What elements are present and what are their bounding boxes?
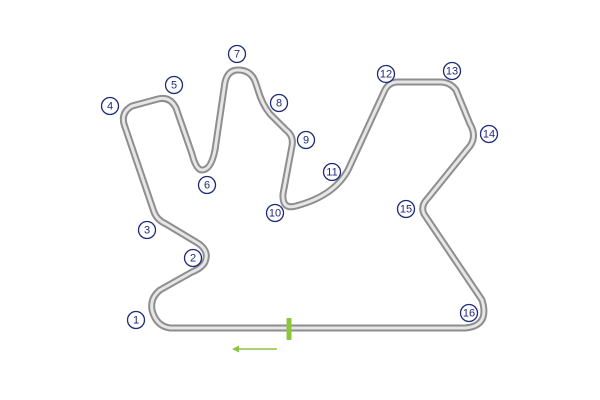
corner-circle: [479, 124, 499, 144]
corner-circle: [126, 310, 146, 330]
corner-marker-11: 11: [322, 162, 342, 182]
corner-number: 12: [380, 69, 392, 81]
corner-marker-8: 8: [269, 93, 289, 113]
corner-circle: [164, 75, 184, 95]
corner-circle: [100, 96, 120, 116]
corner-marker-12: 12: [376, 64, 396, 84]
corner-marker-7: 7: [227, 44, 247, 64]
corner-marker-5: 5: [164, 75, 184, 95]
corner-number: 13: [446, 66, 458, 78]
corner-marker-10: 10: [265, 203, 285, 223]
corner-circle: [396, 199, 416, 219]
corner-number: 11: [326, 167, 337, 179]
corner-marker-14: 14: [479, 124, 499, 144]
corner-number: 8: [276, 98, 282, 110]
corner-marker-3: 3: [137, 220, 157, 240]
corner-marker-2: 2: [183, 248, 203, 268]
corner-circle: [296, 130, 316, 150]
corner-number: 5: [171, 80, 177, 92]
corner-number: 6: [204, 180, 210, 192]
corner-marker-9: 9: [296, 130, 316, 150]
corner-marker-13: 13: [442, 61, 462, 81]
corner-circle: [265, 203, 285, 223]
corner-circle: [376, 64, 396, 84]
corner-circle: [269, 93, 289, 113]
corner-number: 16: [463, 308, 475, 320]
corner-number: 15: [400, 204, 412, 216]
start-finish-line: [286, 318, 292, 340]
corner-number: 14: [483, 129, 495, 141]
race-direction-arrow-icon: [232, 345, 277, 353]
corner-circle: [459, 303, 479, 323]
corner-marker-15: 15: [396, 199, 416, 219]
corner-marker-16: 16: [459, 303, 479, 323]
track-layout: [119, 66, 488, 332]
corner-number: 10: [269, 208, 281, 220]
corner-number: 4: [107, 101, 113, 113]
corner-number: 2: [190, 253, 196, 265]
corner-number: 3: [144, 225, 150, 237]
corner-circle: [197, 175, 217, 195]
corner-marker-1: 1: [126, 310, 146, 330]
corner-marker-6: 6: [197, 175, 217, 195]
corner-circle: [227, 44, 247, 64]
corner-circle: [322, 162, 342, 182]
corner-number: 1: [133, 315, 139, 327]
corner-circle: [183, 248, 203, 268]
track-surface: [121, 68, 486, 330]
corner-circle: [137, 220, 157, 240]
corner-marker-4: 4: [100, 96, 120, 116]
corner-circle: [442, 61, 462, 81]
corner-number: 9: [303, 135, 309, 147]
corner-number: 7: [234, 49, 240, 61]
